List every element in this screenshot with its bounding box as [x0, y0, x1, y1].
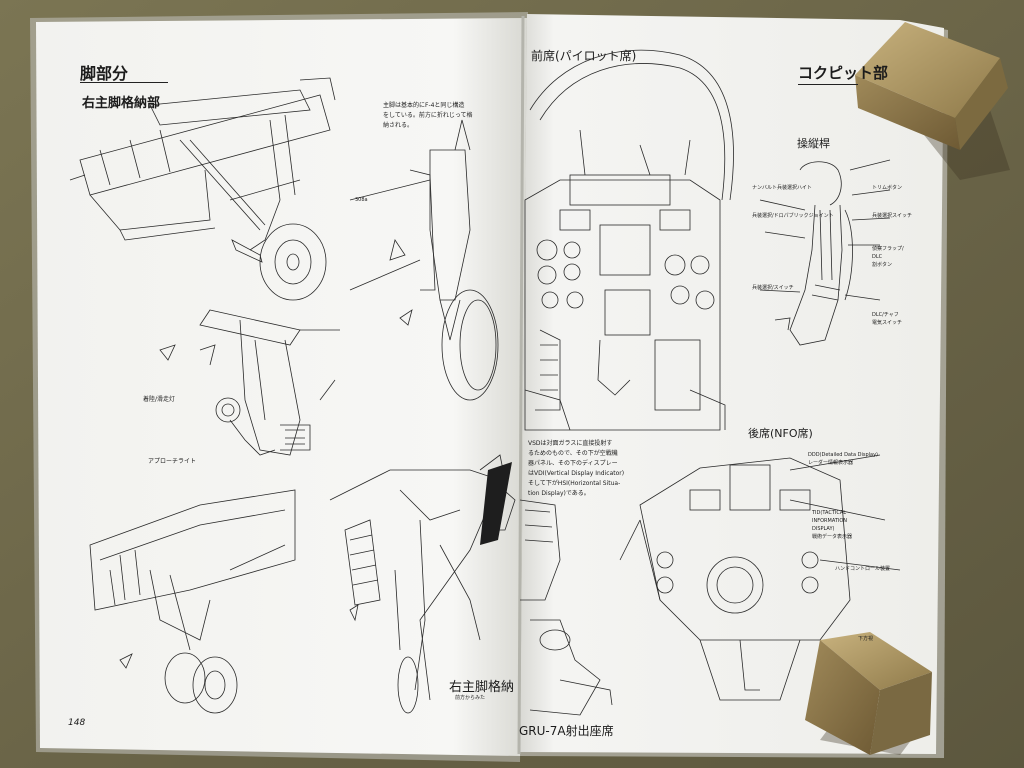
sub-heading: 右主脚格納部 [82, 96, 161, 111]
stick-callout-5: 割ボタン [872, 262, 893, 268]
stick-callout-6: DLC/チャフ [872, 312, 899, 318]
book [30, 12, 948, 762]
stick-callout-4: DLC [872, 254, 883, 260]
stick-callout-7: 電気スイッチ [872, 320, 903, 326]
rear-seat-heading: 後席(NFO席) [748, 427, 813, 440]
left-page [36, 18, 527, 756]
cockpit-heading: コクピット部 [798, 64, 889, 82]
landing-gear-illustrations [69, 77, 516, 714]
rear-callout-3: TID(TACTICAL [812, 510, 847, 516]
rear-callout-2: レーダー情報表示器 [808, 460, 854, 466]
rear-cockpit-panel-drawing [619, 454, 901, 701]
rear-callout-7: ハンドコントロール装置 [835, 566, 891, 572]
control-stick-drawing [759, 159, 891, 346]
section-heading-rule [80, 82, 168, 83]
section-heading: 脚部分 [80, 64, 129, 83]
strut-note-line-1: 主脚は基本的にF-4と同じ構造 [383, 102, 465, 109]
left-callout-1: ナンバルト兵装選択ハイト [752, 185, 812, 191]
stick-callout-2: 兵装選択スイッチ [872, 213, 913, 219]
brass-weight-top [855, 22, 1010, 180]
ejection-seat-label: GRU-7A射出座席 [519, 724, 614, 738]
rear-callout-5: DISPLAY) [812, 526, 835, 532]
gear-lower-left-drawing [89, 489, 296, 714]
cockpit-illustrations [519, 49, 901, 716]
front-seat-heading: 前席(パイロット席) [531, 49, 637, 63]
landing-light-label: 着陸/滑走灯 [143, 396, 176, 403]
bottom-gear-sublabel: 前方からみた [455, 695, 486, 701]
strut-note-line-2: をしている。前方に折れじって格 [383, 112, 473, 119]
rear-callout-4: INFORMATION [812, 518, 848, 524]
page-number: 148 [68, 718, 86, 728]
part-tag: 308a [355, 197, 368, 203]
rear-callout-8: 下方視 [858, 636, 874, 642]
gear-strut-front-drawing [349, 119, 499, 401]
display-note-line-3: 器パネル、その下のディスプレー [528, 460, 618, 467]
display-note-line-1: VSDは対面ガラスに直接投射す [528, 440, 613, 447]
strut-note-line-3: 納される。 [383, 122, 414, 129]
stick-callout-1: トリムボタン [872, 185, 903, 191]
approach-light-label: アプローチライト [148, 458, 197, 465]
front-cockpit-panel-drawing [524, 129, 726, 431]
main-gear-bay-drawing [69, 77, 336, 301]
display-note-line-2: るためのもので、その下が空戦機 [528, 450, 618, 457]
ejection-seat-drawing [519, 499, 613, 716]
left-callout-3: 兵装選択/スイッチ [752, 285, 794, 291]
black-stripe-decoration [480, 462, 512, 545]
brass-weight-bottom [805, 632, 932, 755]
left-callout-2: 兵装選択/ドロパブリックジョイント [752, 213, 834, 219]
right-page [520, 14, 944, 754]
rear-callout-1: DDD(Detailed Data Display) [808, 452, 878, 458]
cockpit-heading-rule [798, 84, 858, 85]
bottom-gear-label: 右主脚格納 [449, 680, 515, 695]
display-note-line-6: tion Display)である。 [528, 490, 590, 497]
rear-callout-6: 戦術データ表示器 [812, 534, 853, 540]
display-note-line-5: そして下がHSI(Horizontal Situa- [528, 480, 621, 487]
display-note-line-4: はVDI(Vertical Display Indicator) [528, 470, 625, 477]
stick-heading: 操縦桿 [797, 137, 830, 150]
gear-strut-closeup-drawing [159, 309, 340, 456]
stick-callout-3: 偵察フラップ/ [872, 246, 904, 252]
